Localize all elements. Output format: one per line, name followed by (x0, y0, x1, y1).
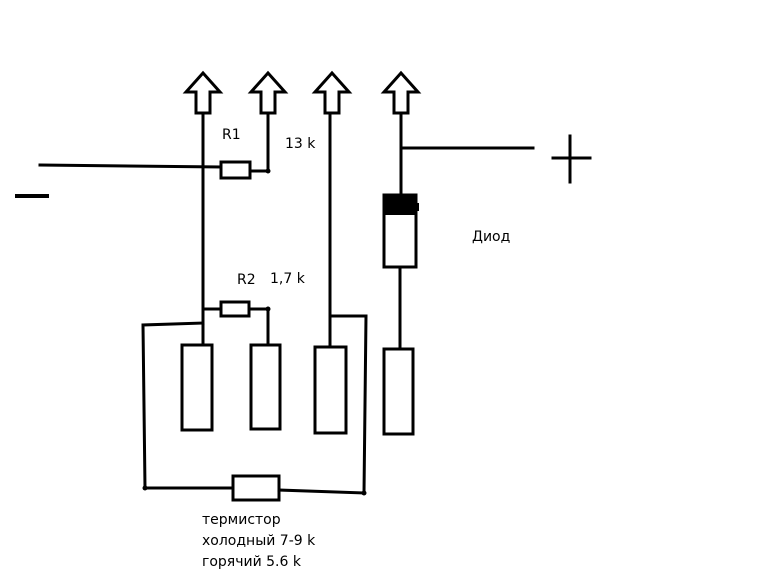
connector-block-2 (249, 343, 282, 431)
wire-thermistor-loop-left (141, 321, 235, 490)
connector-block-1 (180, 343, 214, 432)
junction-dot-loop-left (142, 485, 148, 491)
r1-label: R1 (222, 127, 241, 143)
terminal-arrow-1 (182, 70, 224, 115)
terminal-arrow-4 (380, 70, 422, 115)
junction-dot-loop-right (361, 490, 367, 496)
thermistor-hot-label: горячий 5.6 k (202, 554, 301, 570)
wire-negative-input (38, 163, 223, 169)
terminal-arrow-2 (247, 70, 289, 115)
junction-dot-r2 (265, 306, 271, 312)
resistor-r2 (219, 300, 251, 318)
resistor-r1 (219, 160, 252, 180)
thermistor (231, 474, 281, 502)
connector-block-3 (313, 345, 348, 435)
thermistor-cold-label: холодный 7-9 k (202, 533, 316, 549)
diode-band-tab (414, 203, 419, 211)
diode-cathode-band (384, 195, 416, 215)
diode-label: Диод (472, 229, 511, 245)
terminal-arrow-3 (311, 70, 353, 115)
wire-thermistor-loop-right (277, 314, 368, 495)
r2-label: R2 (237, 272, 256, 288)
diode-connector-block (382, 347, 415, 436)
thermistor-label: термистор (202, 512, 281, 528)
junction-dot-r1 (265, 168, 271, 174)
r2-value-label: 1,7 k (270, 271, 305, 287)
r1-value-label: 13 k (285, 136, 316, 152)
